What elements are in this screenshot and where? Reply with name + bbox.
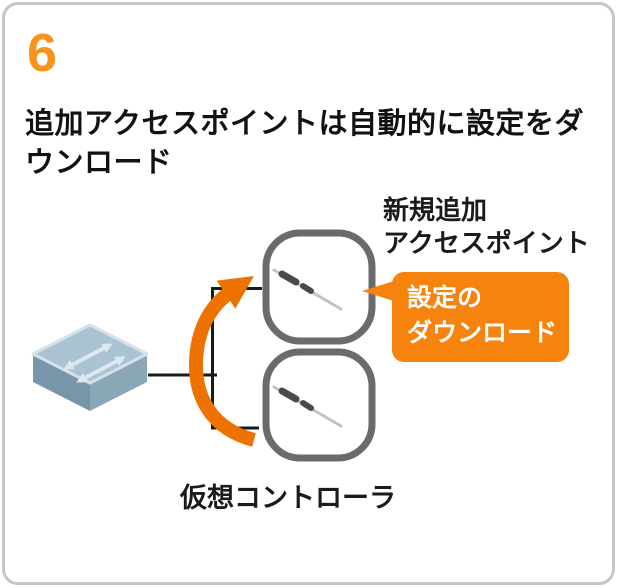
step-number: 6 [27,23,58,83]
antenna-icon [272,385,343,428]
virtual-controller-label: 仮想コントローラ [180,483,396,513]
new-access-point-label: 新規追加 アクセスポイント [383,194,590,260]
new-access-point-label-line1: 新規追加 [383,195,488,225]
access-point-icon [262,348,376,462]
config-download-callout-line1: 設定の [407,284,483,312]
curved-arrow-icon [188,276,257,447]
config-download-callout-line2: ダウンロード [407,319,558,347]
step-heading: 追加アクセスポイントは自動的に設定をダウンロード [25,108,585,179]
config-download-callout: 設定の ダウンロード [392,272,569,362]
antenna-icon [272,268,343,311]
new-access-point-label-line2: アクセスポイント [383,228,590,258]
access-point-icon [262,229,376,345]
callout-pointer [362,281,394,301]
network-switch-icon [31,323,149,411]
